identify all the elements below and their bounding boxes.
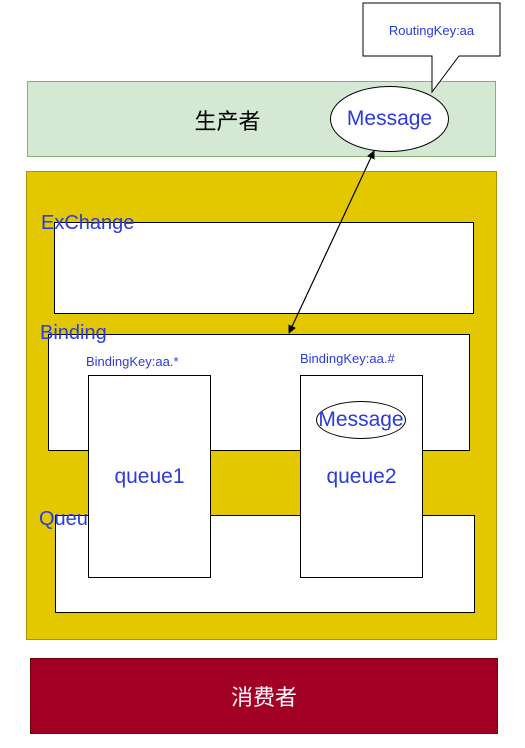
routing-key-callout-text: RoutingKey:aa bbox=[388, 23, 475, 38]
queue-area-label: Queue bbox=[39, 508, 100, 530]
producer-label: 生产者 bbox=[194, 109, 261, 134]
routing-key-callout-shape bbox=[362, 2, 501, 94]
queue2-label: queue2 bbox=[326, 465, 397, 488]
queue1-binding-key: BindingKey:aa.* bbox=[86, 354, 179, 369]
producer-message-ellipse: Message bbox=[330, 86, 449, 152]
message-route-arrow bbox=[288, 150, 375, 334]
queue1-label: queue1 bbox=[114, 465, 185, 488]
exchange-box bbox=[54, 222, 474, 314]
queue2-message-ellipse: Message bbox=[316, 401, 406, 439]
consumer-box: 消费者 bbox=[30, 658, 498, 734]
queue1-box bbox=[88, 375, 211, 578]
queue2-binding-key: BindingKey:aa.# bbox=[300, 351, 395, 366]
exchange-label: ExChange bbox=[41, 212, 135, 234]
binding-label: Binding bbox=[40, 322, 107, 344]
